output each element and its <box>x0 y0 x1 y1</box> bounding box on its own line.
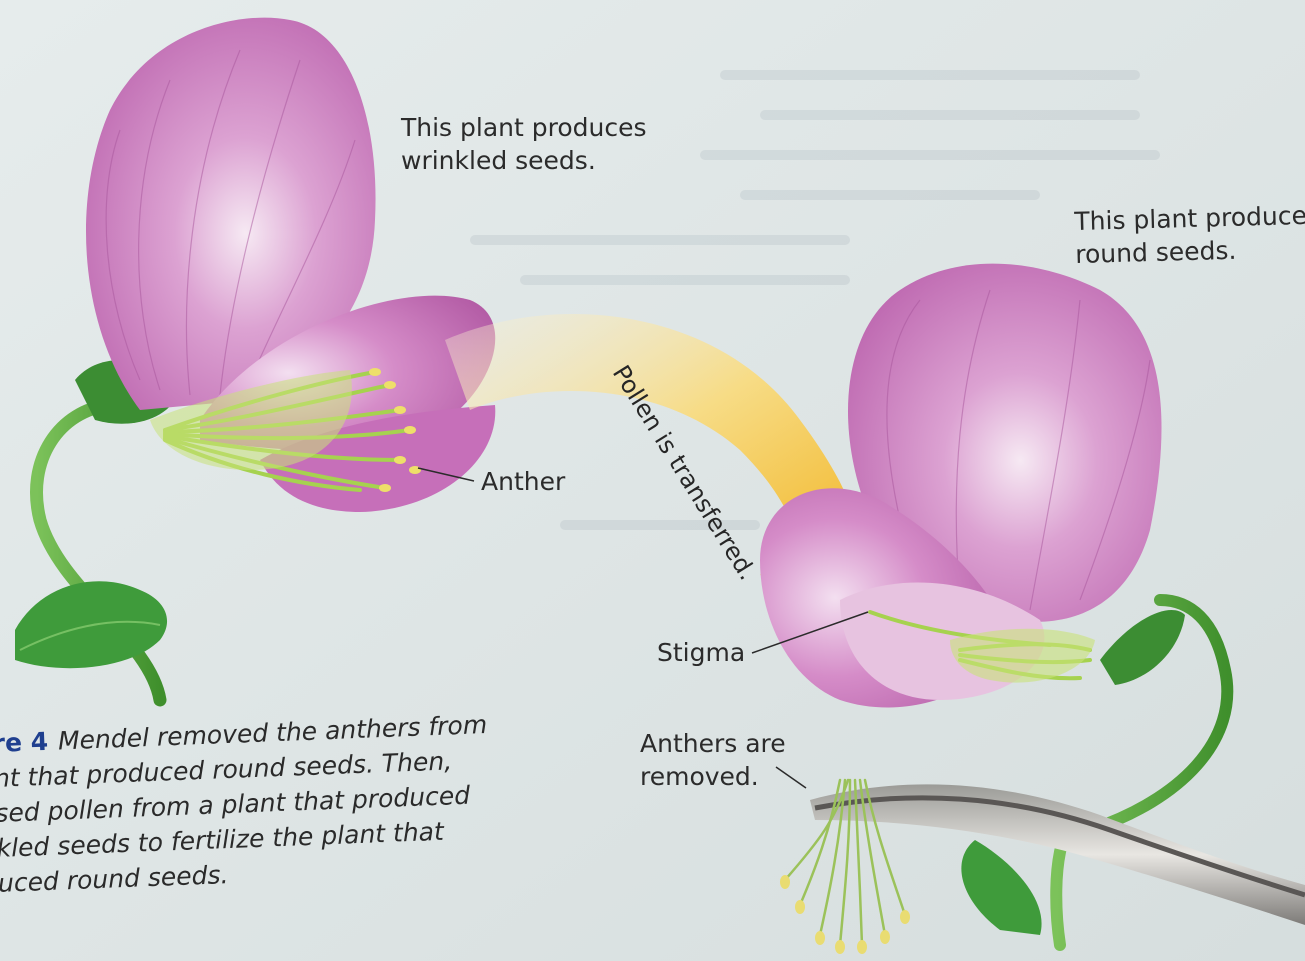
wrinkled-label-line-1: This plant produces <box>401 111 647 144</box>
removed-label-line-2: removed. <box>640 760 786 793</box>
anther-label: Anther <box>481 465 565 498</box>
round-label-line-1: This plant produces <box>1074 199 1305 238</box>
removed-label-line-1: Anthers are <box>640 727 786 760</box>
round-seeds-label: This plant produces round seeds. <box>1074 199 1305 271</box>
stigma-label: Stigma <box>657 636 745 669</box>
figure-number: re 4 <box>0 727 49 758</box>
wrinkled-seeds-label: This plant produces wrinkled seeds. <box>401 111 647 177</box>
anthers-removed-label: Anthers are removed. <box>640 727 786 793</box>
round-label-line-2: round seeds. <box>1075 232 1305 271</box>
wrinkled-label-line-2: wrinkled seeds. <box>401 144 647 177</box>
